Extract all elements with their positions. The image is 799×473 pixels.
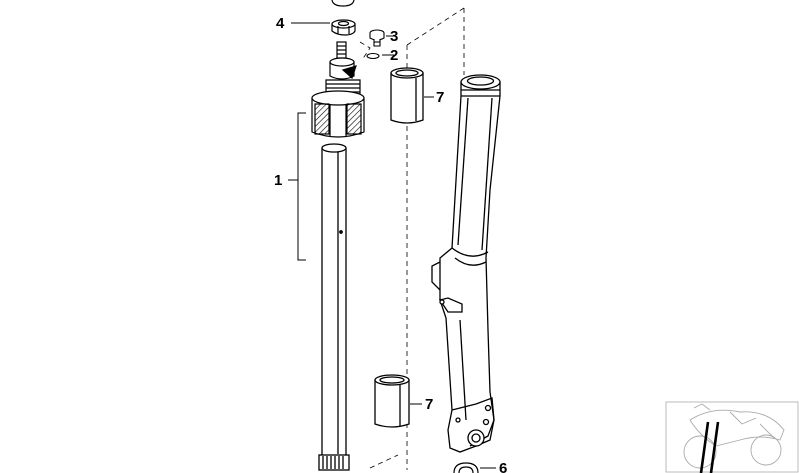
callout-7-lower: 7 <box>425 396 433 413</box>
callout-1: 1 <box>274 172 282 189</box>
damper-adjuster-head <box>311 41 365 138</box>
bushing-lower-part-7 <box>374 374 410 428</box>
cap-nut-part-4 <box>331 19 356 36</box>
callout-3: 3 <box>390 28 398 45</box>
callout-2: 2 <box>390 47 398 64</box>
fork-slider-tube <box>431 74 501 453</box>
damper-tube <box>318 143 350 471</box>
motorcycle-sketch-icon <box>683 403 785 469</box>
callout-1-bracket <box>288 112 306 261</box>
callout-7-upper: 7 <box>436 89 444 106</box>
screw-part-3 <box>369 29 385 47</box>
washer-part-6 <box>453 462 479 473</box>
callout-4: 4 <box>276 15 285 32</box>
top-washer-partial <box>331 0 355 7</box>
inset-frame <box>665 401 799 473</box>
leader-lines <box>291 22 496 469</box>
callout-labels: 4 3 2 1 7 7 6 <box>274 15 507 473</box>
fork-highlight-lines <box>699 421 720 473</box>
callout-6: 6 <box>499 460 507 473</box>
seal-ring-part-2 <box>366 52 380 60</box>
bushing-upper-part-7 <box>390 67 424 124</box>
locator-inset <box>665 401 799 473</box>
